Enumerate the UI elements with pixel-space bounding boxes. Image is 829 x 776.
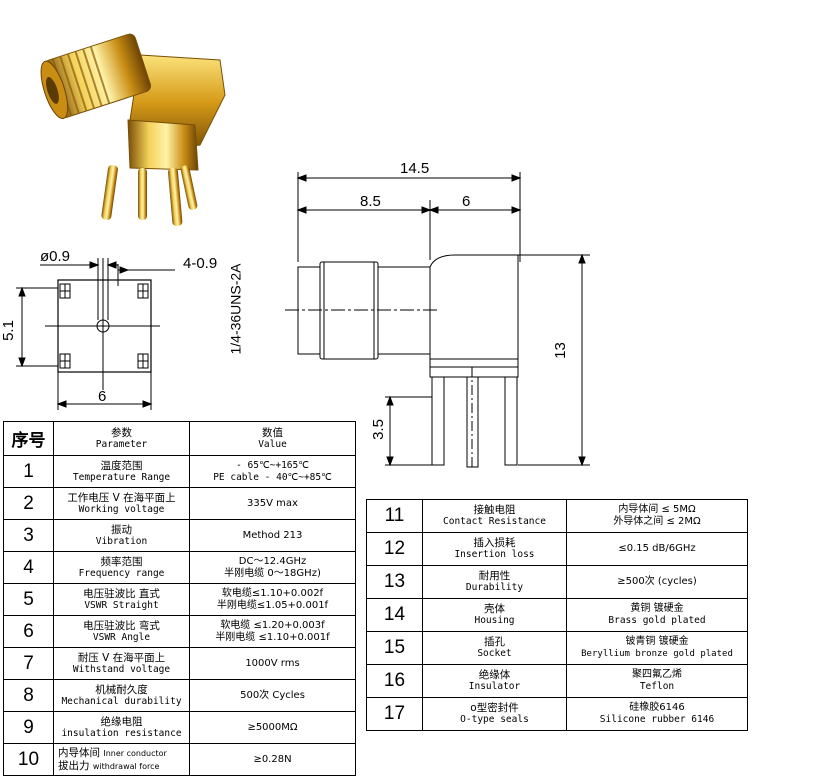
- table-header-row: 序号 参数 Parameter 数值 Value: [3, 421, 356, 456]
- dim-height-label: 13: [551, 342, 569, 359]
- dim-left-label: 8.5: [360, 193, 381, 210]
- dim-pin-label: 3.5: [369, 419, 387, 440]
- thread-label: 1/4-36UNS-2A: [227, 263, 244, 355]
- pcb-width-label: 6: [98, 388, 107, 405]
- header-param: 参数 Parameter: [53, 421, 190, 456]
- connector-photo: [40, 33, 226, 226]
- dim-total-label: 14.5: [400, 160, 430, 177]
- pcb-footprint-drawing: [16, 258, 175, 410]
- pcb-side-label: 5.1: [0, 320, 17, 341]
- pcb-pins-label: 4-0.9: [183, 255, 218, 272]
- dim-right-label: 6: [462, 193, 471, 210]
- header-num: 序号: [3, 421, 54, 456]
- header-value: 数值 Value: [189, 421, 356, 456]
- pcb-hole-label: ø0.9: [40, 248, 71, 265]
- table-row: 10 内导体间 Inner conductor 拔出力 withdrawal f…: [3, 743, 356, 776]
- side-view-drawing: [285, 172, 590, 470]
